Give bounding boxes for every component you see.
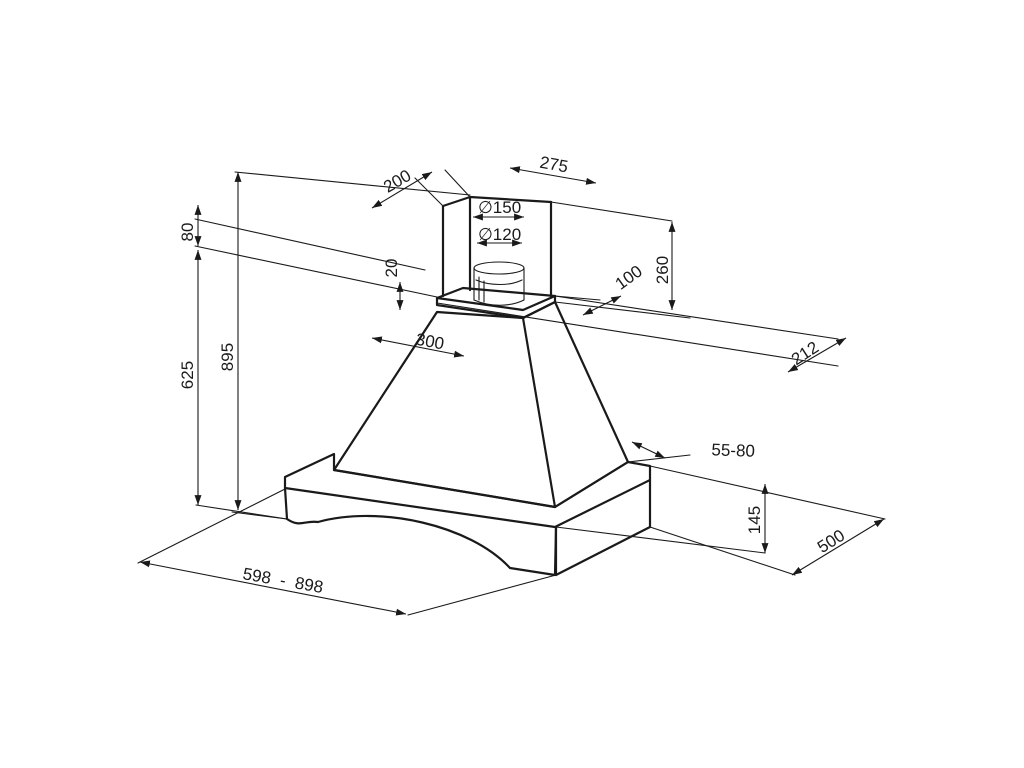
dimension-labels: 895 625 80 200 275 ∅150 ∅120 20 260 100 …: [178, 153, 848, 597]
dim-line-55-80: [631, 441, 666, 459]
label-80: 80: [178, 223, 197, 242]
dim-line-200: [371, 171, 433, 209]
label-20: 20: [382, 259, 401, 278]
label-275: 275: [538, 153, 569, 177]
cornice-side-face: [554, 478, 652, 577]
label-625: 625: [178, 361, 197, 389]
cornice-front-face: [283, 486, 558, 577]
dimension-lines: [139, 166, 885, 616]
label-200: 200: [380, 166, 414, 197]
dim-line-212: [787, 337, 847, 373]
label-500: 500: [814, 526, 848, 557]
label-598-898: 598 - 898: [241, 564, 324, 597]
dim-line-598-898: [139, 560, 407, 616]
label-55-80: 55-80: [711, 440, 755, 461]
label-duct-120: ∅120: [478, 225, 521, 244]
label-duct-150: ∅150: [478, 198, 521, 217]
label-260: 260: [653, 256, 672, 284]
dim-line-275: [509, 166, 597, 185]
canopy-front-face: [332, 310, 557, 509]
duct-spigot: [473, 261, 525, 306]
dim-line-500: [791, 518, 885, 576]
cornice-top: [283, 452, 652, 529]
label-100: 100: [612, 262, 646, 294]
label-895: 895: [218, 343, 237, 371]
label-300: 300: [414, 330, 445, 354]
dim-line-100: [582, 295, 622, 316]
hood-outline: [283, 195, 652, 577]
label-145: 145: [745, 506, 764, 534]
label-212: 212: [788, 338, 822, 369]
dim-line-300: [371, 336, 465, 358]
